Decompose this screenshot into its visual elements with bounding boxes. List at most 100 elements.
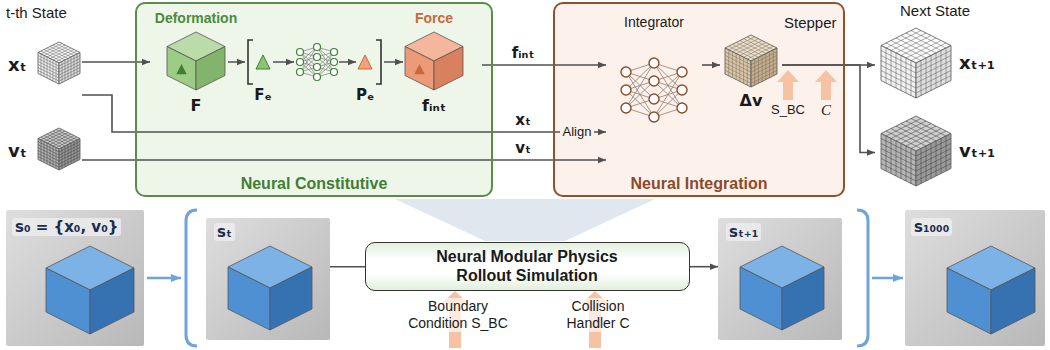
bracket	[376, 40, 381, 84]
process-title: Neural Modular Physics Rollout Simulatio…	[417, 247, 637, 285]
cube-face	[46, 268, 90, 334]
process-box: Neural Modular Physics Rollout Simulatio…	[365, 242, 690, 291]
flow-arrow	[228, 61, 245, 63]
state-cube: vₜ	[4, 118, 82, 188]
tensor-label: Fₑ	[254, 86, 271, 104]
state-symbol: s₀ = {x₀, v₀}	[12, 218, 121, 236]
mesh-lines	[38, 140, 59, 169]
cube-shape	[875, 110, 955, 190]
cube-face	[991, 268, 1035, 334]
state-cube: xₜ₊₁	[875, 22, 1045, 107]
cube-face	[434, 47, 463, 91]
flow-arrow	[339, 61, 356, 63]
cube-face	[405, 47, 434, 91]
flow-connector	[330, 266, 365, 268]
cube-face	[38, 139, 59, 171]
input-label: Boundary Condition S_BC	[397, 298, 519, 332]
tensor-symbol: F	[191, 96, 202, 115]
cube-face	[167, 47, 196, 91]
delta-symbol	[414, 64, 424, 74]
delta-symbol	[176, 64, 186, 74]
cube-shape	[720, 25, 781, 91]
state-cube: vₜ₊₁	[875, 110, 1045, 195]
flow-connector	[690, 266, 718, 268]
mesh-lines	[59, 54, 80, 83]
snapshot-image: s₀ = {x₀, v₀}	[6, 210, 144, 346]
network-icon	[297, 44, 338, 81]
state-symbol: xₜ₊₁	[959, 52, 995, 74]
loop-bracket	[186, 210, 197, 346]
module-title: Neural Integration	[631, 174, 768, 193]
module-panel: Neural Constitutive DeformationF Forcefᵢₙₜ	[135, 2, 493, 197]
edge-label: fᵢₙₜ	[512, 44, 534, 62]
input-arrow	[815, 70, 837, 100]
state-heading: Next State	[900, 2, 970, 20]
cube-face	[782, 267, 824, 330]
symbol-label: C	[821, 101, 831, 119]
loop-bracket	[857, 210, 868, 346]
cube-face	[740, 267, 782, 330]
flow-connector	[82, 159, 606, 161]
force-cube: Forcefᵢₙₜ	[386, 8, 482, 120]
input-arrow	[777, 70, 799, 100]
integrator-node: Integrator	[606, 12, 702, 168]
cube-face	[228, 267, 270, 330]
state-cube: xₜ	[4, 26, 82, 108]
bracket	[248, 40, 253, 84]
state-symbol: s₁₀₀₀	[911, 218, 952, 236]
state-symbol: vₜ	[8, 140, 27, 162]
cube-face	[751, 48, 777, 87]
cube-face	[270, 267, 312, 330]
snapshot-image: sₜ₊₁	[718, 218, 842, 340]
edge-label: vₜ	[515, 139, 531, 157]
stage-title: Deformation	[155, 10, 237, 27]
mesh-lines	[751, 50, 777, 85]
state-symbol: sₜ₊₁	[726, 223, 761, 241]
cube-face	[881, 134, 916, 187]
stage-title: Integrator	[624, 14, 684, 31]
tensor-symbol: fᵢₙₜ	[422, 96, 446, 115]
state-symbol: vₜ₊₁	[959, 140, 995, 162]
state-heading: t-th State	[6, 4, 67, 22]
input-label: Collision Handler C	[545, 298, 651, 332]
cube-face	[59, 139, 80, 171]
mesh-lines	[881, 48, 916, 96]
module-title: Neural Constitutive	[241, 174, 388, 193]
edge-label: xₜ	[515, 111, 531, 129]
snapshot-image: sₜ	[206, 218, 330, 340]
network-icon	[621, 58, 687, 122]
state-symbol: xₜ	[8, 54, 27, 76]
cube-face	[947, 268, 991, 334]
mesh-lines	[916, 136, 951, 184]
cube-face	[725, 48, 751, 87]
mesh-lines	[59, 140, 80, 169]
panel-fill	[553, 2, 845, 197]
flow-connector	[482, 64, 606, 66]
cube-face	[916, 134, 951, 187]
flow-arrow	[384, 61, 403, 63]
cube-face	[90, 268, 134, 334]
cube-shape	[875, 22, 955, 102]
flow-connector	[82, 61, 150, 63]
network-icon	[300, 47, 334, 77]
snapshot-image: s₁₀₀₀	[905, 210, 1045, 346]
cube-face	[916, 46, 951, 99]
flow-arrow	[273, 61, 294, 63]
tensor-label: Pₑ	[356, 86, 374, 104]
step-label: Align	[560, 124, 595, 140]
flow-arrow	[147, 277, 181, 280]
symbol-label: S_BC	[771, 102, 805, 118]
network-icon	[626, 63, 682, 117]
flow-connector	[702, 64, 720, 66]
flow-arrow	[872, 277, 903, 280]
cube-face	[196, 47, 225, 91]
deformation-cube: DeformationF	[150, 8, 242, 120]
mesh-lines	[725, 50, 751, 85]
delta-symbol	[256, 55, 270, 69]
cube-face	[881, 46, 916, 99]
state-symbol: sₜ	[214, 223, 235, 241]
mesh-lines	[916, 48, 951, 96]
panel-fill	[135, 2, 493, 197]
